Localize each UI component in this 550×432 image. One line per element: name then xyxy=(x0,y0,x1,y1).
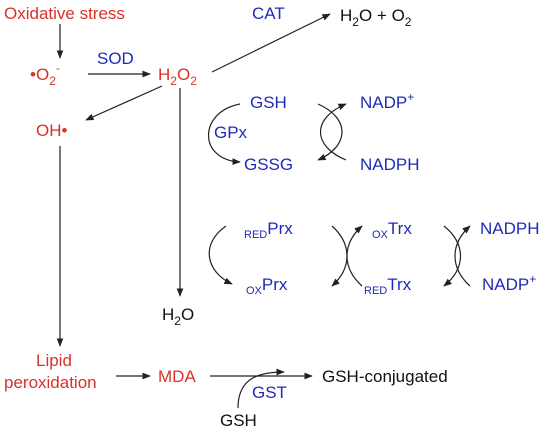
label-gsh-bottom: GSH xyxy=(220,411,257,430)
label-h2o2: H2O2 xyxy=(158,65,197,88)
label-ox-trx: OXTrx xyxy=(372,219,412,241)
arrow-gsh-into-gst xyxy=(237,368,285,409)
label-red-prx: REDPrx xyxy=(244,219,293,241)
label-mda: MDA xyxy=(158,367,196,386)
label-superoxide: •O2- xyxy=(30,61,60,88)
label-water-oxygen: H2O + O2 xyxy=(340,6,412,29)
label-cat: CAT xyxy=(252,4,285,23)
arc-nadph-to-nadp-trx xyxy=(443,225,461,287)
label-red-trx: REDTrx xyxy=(364,275,412,297)
label-lipid: Lipid xyxy=(36,351,72,370)
label-sod: SOD xyxy=(97,49,134,68)
arrow-h2o2-to-water-oxygen xyxy=(211,13,331,73)
arc-oxprx-to-redprx-left xyxy=(331,225,348,287)
arrow-h2o2-to-hydroxyl xyxy=(85,85,163,121)
arc-trx-cross-right xyxy=(346,225,363,287)
label-ox-prx: OXPrx xyxy=(246,275,288,297)
arc-gssg-to-gsh xyxy=(317,103,343,161)
label-peroxidation: peroxidation xyxy=(4,373,97,392)
label-water: H2O xyxy=(162,305,194,328)
arc-gsh-to-gssg xyxy=(207,103,241,165)
label-oxidative-stress: Oxidative stress xyxy=(4,4,125,23)
arc-nadph-to-nadp xyxy=(320,103,347,161)
label-gst: GST xyxy=(252,383,287,402)
arc-nadp-cross-trx xyxy=(454,225,471,287)
label-gsh-conjugated: GSH-conjugated xyxy=(322,367,448,386)
label-nadph-2: NADPH xyxy=(480,219,540,238)
arc-redprx-to-oxprx xyxy=(208,225,233,285)
label-nadp-plus-2: NADP+ xyxy=(482,272,536,294)
label-nadph-1: NADPH xyxy=(360,155,420,174)
label-nadp-plus-1: NADP+ xyxy=(360,90,414,112)
label-hydroxyl: OH• xyxy=(36,121,68,140)
label-gpx: GPx xyxy=(214,123,248,142)
label-gssg: GSSG xyxy=(244,155,293,174)
label-gsh-top: GSH xyxy=(250,93,287,112)
